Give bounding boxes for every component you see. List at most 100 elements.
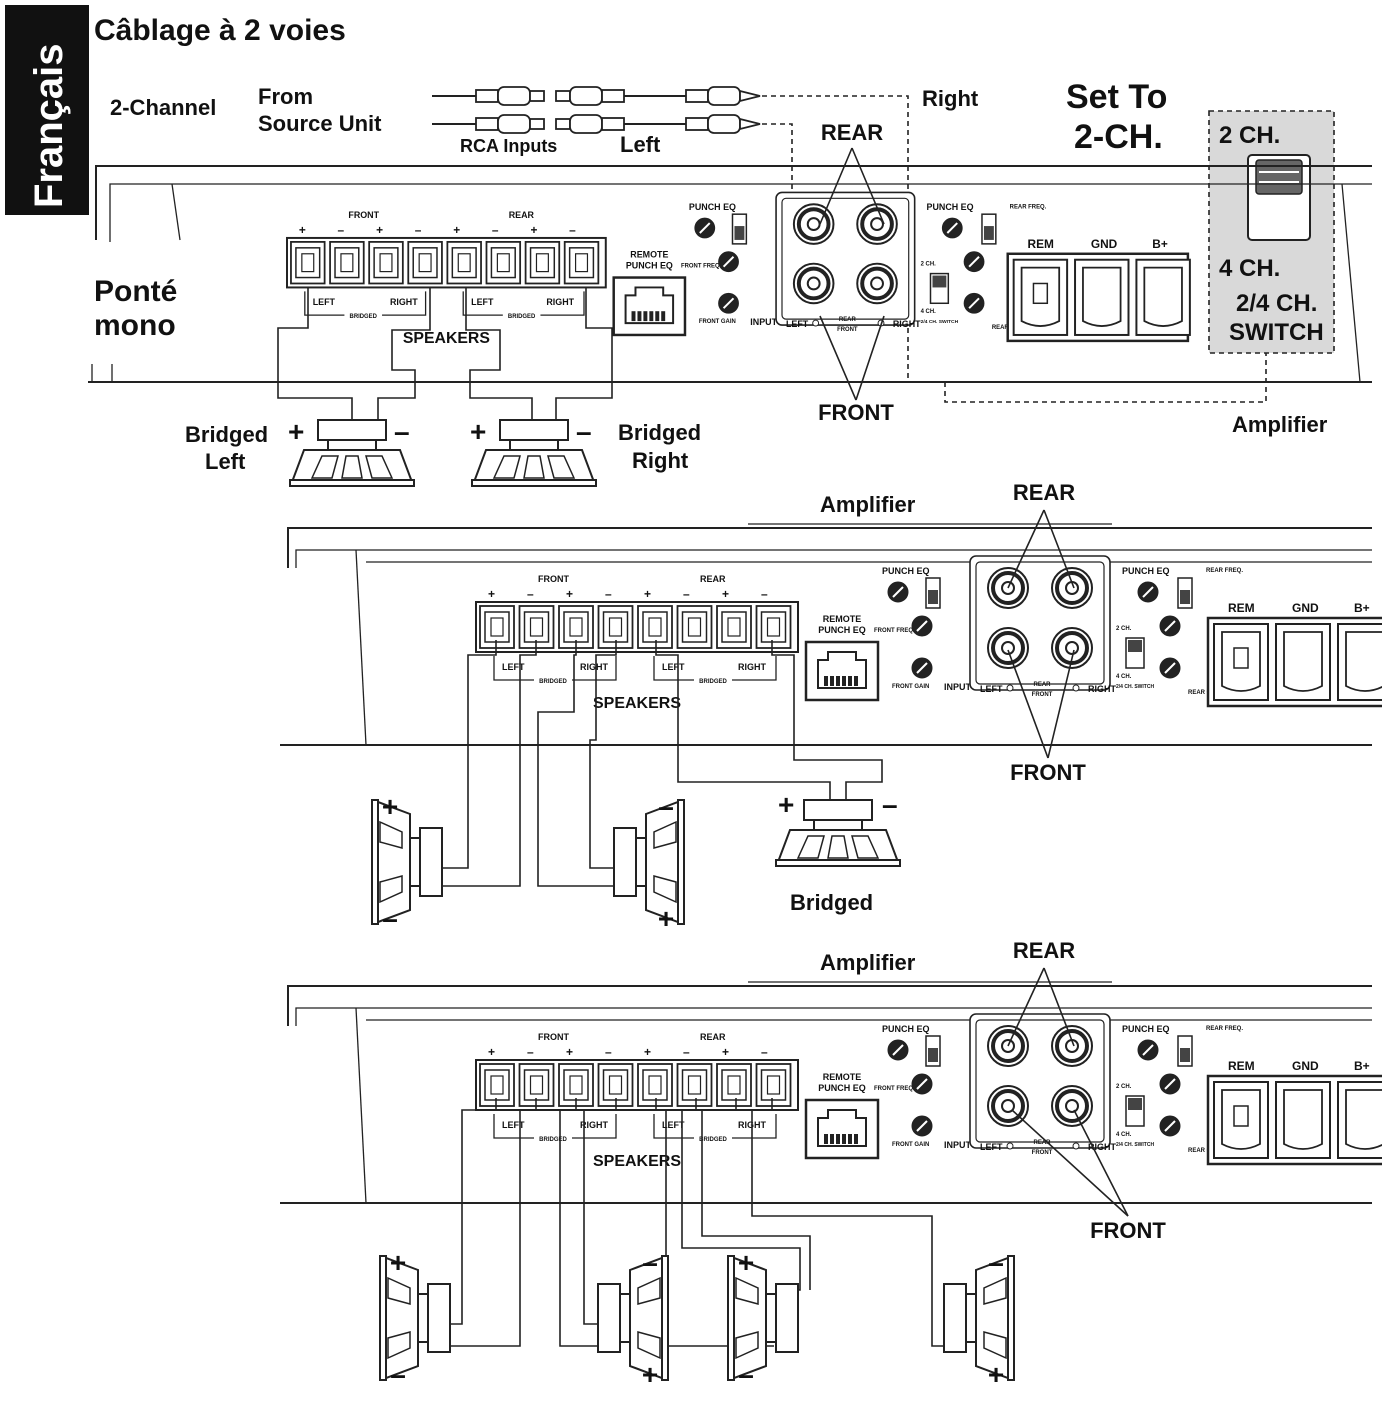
bottom-front-callout-line <box>1073 1109 1129 1217</box>
top-wiring-section: 2-Channel From Source Unit <box>88 78 1372 487</box>
speaker-cone-panel <box>983 1276 1007 1305</box>
terminal-screw <box>569 1075 583 1095</box>
bridged-tag-bg <box>694 1134 732 1142</box>
front-filter-switch-knob <box>734 226 745 240</box>
switch-callout-name-line2: SWITCH <box>1229 319 1324 346</box>
terminal-sign: – <box>605 587 612 601</box>
input-rear-label: REAR <box>1033 682 1051 688</box>
speaker: –+ <box>597 1247 669 1390</box>
language-tab-label: Français <box>27 43 71 208</box>
rear-gain-knob-pointer <box>1164 662 1176 674</box>
panel-2ch-label: 2 CH. <box>1116 626 1132 632</box>
speaker-neck <box>417 1293 429 1343</box>
speaker-cone-panel <box>547 455 576 479</box>
bridged-tag-front: BRIDGED <box>350 314 378 320</box>
power-terminal-clamp <box>1345 1089 1382 1150</box>
speaker-cone-panel <box>492 455 521 479</box>
set-to-line1: Set To <box>1066 78 1167 116</box>
panel-2ch-label: 2 CH. <box>1116 1084 1132 1090</box>
speaker-neck <box>813 819 863 831</box>
speaker-neck <box>619 1293 631 1343</box>
switch-callout-name-line1: 2/4 CH. <box>1236 290 1317 317</box>
rca-jack-rear-left-pin <box>806 217 821 232</box>
input-left-label: LEFT <box>980 1142 1003 1152</box>
terminal-screw <box>648 1075 662 1095</box>
speakers-label: SPEAKERS <box>593 695 681 712</box>
panel-4ch-label: 4 CH. <box>921 309 937 315</box>
speaker: +– <box>371 791 443 934</box>
rca-jack-front-left-pin <box>1001 1099 1015 1113</box>
bridged-left-line2: Left <box>205 449 246 474</box>
terminal-screw-housing <box>760 1069 787 1101</box>
remote-label-1: REMOTE <box>630 250 668 260</box>
rear-punch-eq-knob-pointer <box>1142 1044 1154 1056</box>
remote-label-2: PUNCH EQ <box>818 1083 866 1093</box>
speaker-top-sign: – <box>642 1247 658 1278</box>
bridge-mono-line2: mono <box>94 309 176 342</box>
speaker-magnet <box>419 827 443 897</box>
bracket-right-front: RIGHT <box>580 662 609 672</box>
remote-jack-pin <box>643 311 648 322</box>
panel-4ch-label: 4 CH. <box>1116 1132 1132 1138</box>
speaker-bottom-sign: + <box>988 1359 1004 1390</box>
rca-jack-rear-right-pin <box>870 217 884 232</box>
remote-jack-pin <box>661 311 666 322</box>
rca-cable-right <box>432 86 909 382</box>
speaker-cone-panel <box>379 820 403 849</box>
terminal-sign: + <box>376 223 383 237</box>
remote-jack-pin <box>637 311 642 322</box>
bridged-tag-bg <box>534 1134 572 1142</box>
speakers-label: SPEAKERS <box>593 1153 681 1170</box>
rear-freq-label: REAR FREQ. <box>1206 568 1243 574</box>
speaker-cone-panel <box>653 820 677 849</box>
bottom-front-callout-text: FRONT <box>1090 1218 1166 1243</box>
front-punch-eq-knob-pointer <box>892 1044 904 1056</box>
terminal-sign: + <box>644 1045 651 1059</box>
language-tab <box>5 5 89 215</box>
terminal-front-label: FRONT <box>538 1032 569 1042</box>
panel-switch-name: 2/4 CH. SWITCH <box>1116 1142 1154 1148</box>
front-punch-eq-knob-pointer <box>699 222 711 234</box>
remote-jack-pin <box>824 1134 828 1144</box>
input-right-label: RIGHT <box>893 319 921 329</box>
rear-gain-knob-pointer <box>1164 1120 1176 1132</box>
rca-cable-left <box>432 114 793 200</box>
speaker-neck <box>409 837 421 887</box>
front-gain-label: FRONT GAIN <box>699 319 736 325</box>
terminal-sign: + <box>488 587 495 601</box>
top-rear-callout-line <box>819 147 853 225</box>
middle-front-callout: FRONT <box>1007 649 1086 785</box>
terminal-sign: – <box>492 223 499 237</box>
rear-punch-eq-label: PUNCH EQ <box>1122 1024 1170 1034</box>
top-rear-callout-line <box>851 147 885 225</box>
rear-gain-label: REAR GAIN <box>1188 1148 1222 1154</box>
bridged-tag-bg <box>502 311 541 320</box>
speaker-cone-panel <box>341 455 363 479</box>
power-terminal-screw <box>1233 647 1249 669</box>
input-label: INPUT <box>750 317 777 327</box>
front-freq-label: FRONT FREQ. <box>681 264 722 270</box>
bridged-left-plus: + <box>288 416 304 447</box>
rca-jack-front-left-pin <box>1001 641 1015 655</box>
remote-jack-pin <box>836 1134 840 1144</box>
terminal-rear-label: REAR <box>700 1032 726 1042</box>
bridged-right-minus: – <box>576 416 592 447</box>
rear-punch-eq-label: PUNCH EQ <box>1122 566 1170 576</box>
terminal-screw <box>569 617 583 637</box>
speaker: –+ <box>943 1247 1015 1390</box>
panel-24ch-switch-knob <box>1128 1098 1142 1110</box>
speaker-minus: – <box>882 789 898 820</box>
remote-jack-pin <box>655 311 660 322</box>
bridged-left-minus: – <box>394 416 410 447</box>
remote-jack-pin <box>830 1134 834 1144</box>
terminal-sign: + <box>566 1045 573 1059</box>
terminal-screw <box>490 617 504 637</box>
terminal-screw <box>340 253 354 273</box>
speaker-magnet <box>427 1283 451 1353</box>
terminal-screw <box>301 253 315 273</box>
middle-bridged-label: Bridged <box>790 890 873 915</box>
speakers-label: SPEAKERS <box>403 330 490 347</box>
bottom-rear-callout: REAR <box>1007 938 1075 1047</box>
